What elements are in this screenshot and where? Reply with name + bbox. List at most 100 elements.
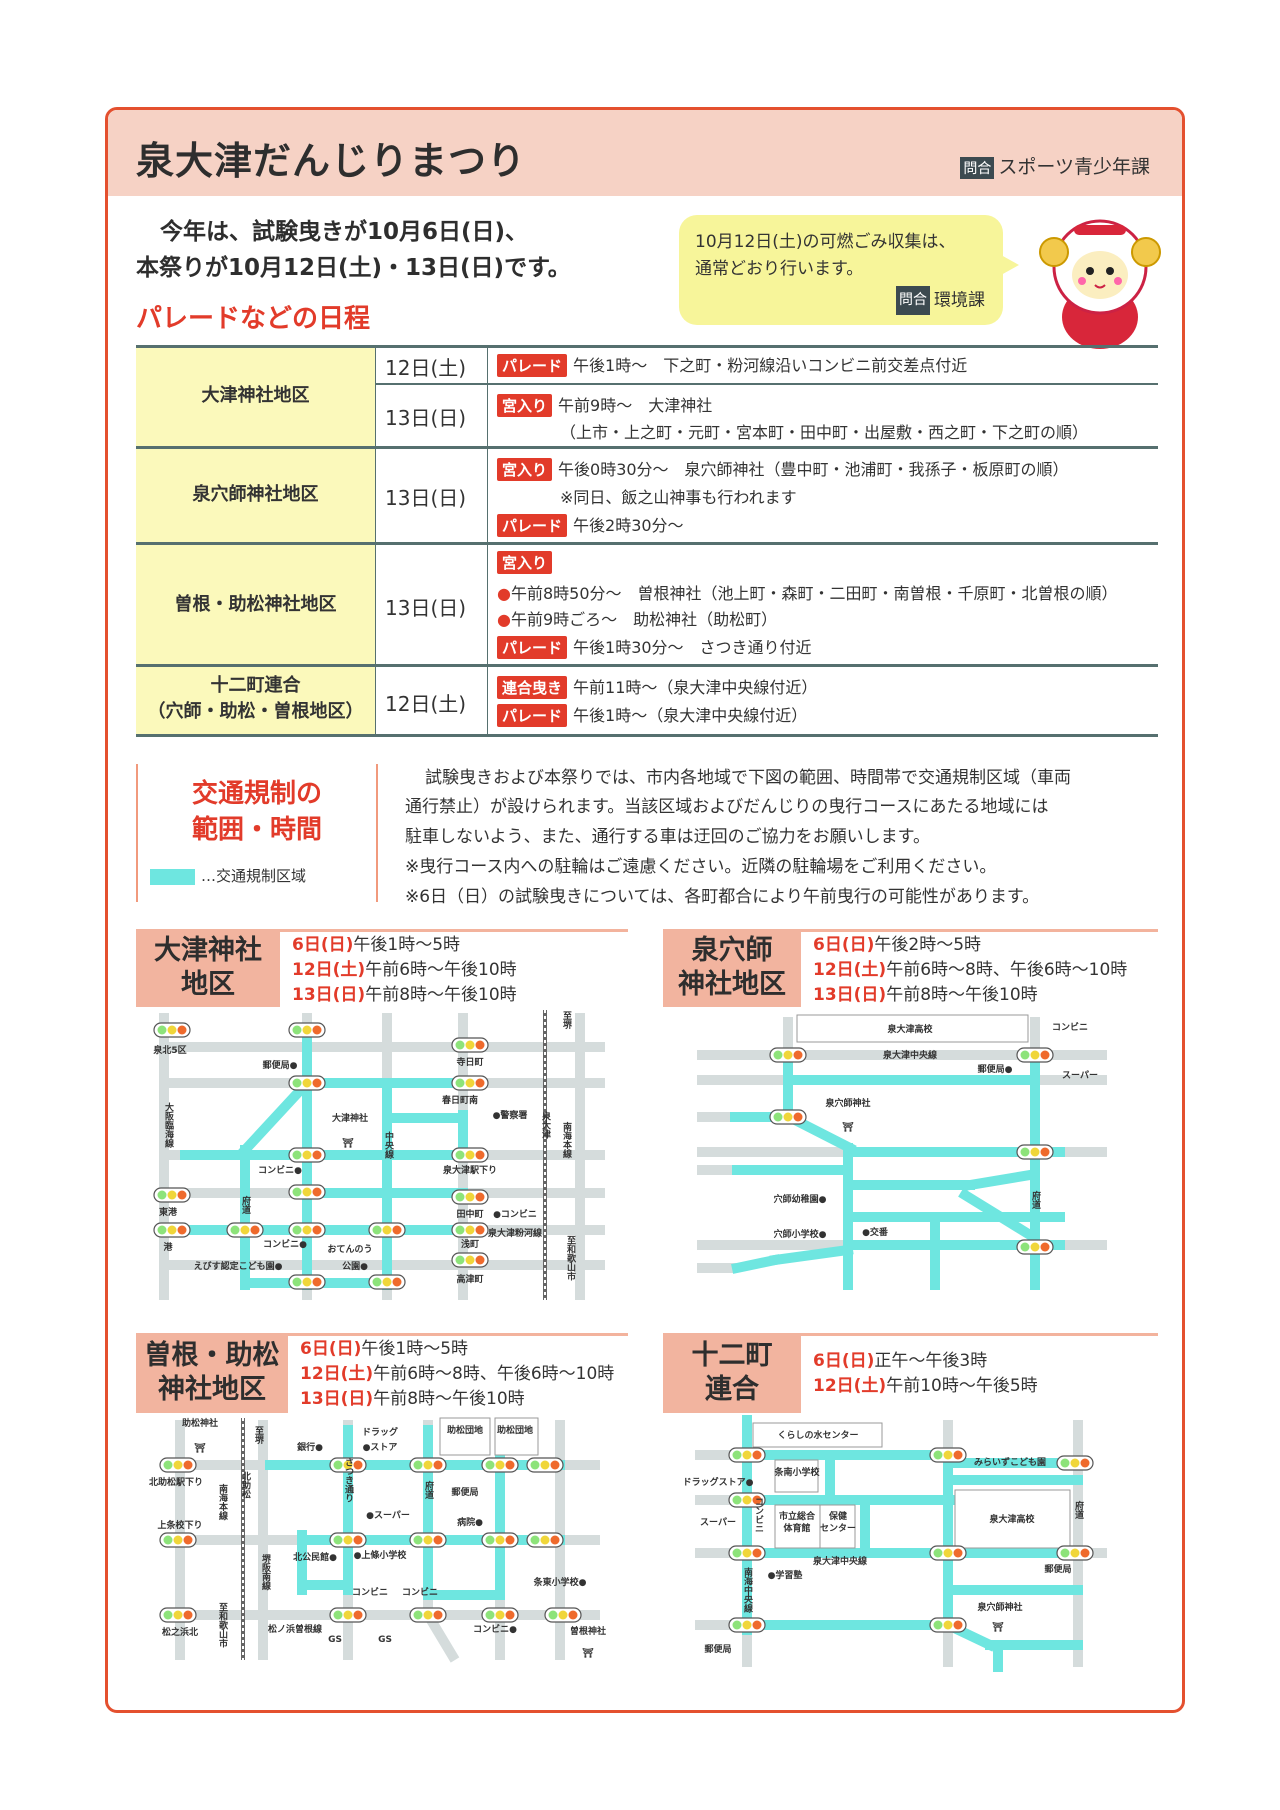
traffic-light-lamp bbox=[465, 1192, 475, 1202]
traffic-light-lamp bbox=[568, 1610, 578, 1620]
map-label: 東港 bbox=[159, 1206, 178, 1218]
building bbox=[774, 1459, 819, 1493]
time-row: 6日(日)午後1時～5時 bbox=[300, 1337, 614, 1362]
area-name: 連合 bbox=[705, 1374, 759, 1405]
building bbox=[954, 1489, 1071, 1549]
traffic-light-lamp bbox=[173, 1460, 183, 1470]
map-label: 条南小学校 bbox=[773, 1466, 820, 1478]
section-rule bbox=[663, 1333, 1158, 1336]
date: 13日(日) bbox=[292, 985, 366, 1005]
map-label: ●スーパー bbox=[366, 1509, 410, 1521]
traffic-light-lamp bbox=[423, 1535, 433, 1545]
traffic-light-lamp bbox=[783, 1112, 793, 1122]
map-label: 銀行● bbox=[297, 1441, 323, 1453]
traffic-light-lamp bbox=[933, 1620, 943, 1630]
notice-line-2: 通常どおり行います。 bbox=[695, 259, 864, 279]
traffic-light-lamp bbox=[742, 1548, 752, 1558]
traffic-light-lamp bbox=[455, 1255, 465, 1265]
regulation-text: ※6日（日）の試験曳きについては、各町都合により午前曳行の可能性があります。 bbox=[405, 887, 1040, 907]
time-range: 午前8時～午後10時 bbox=[373, 1389, 525, 1409]
map-label: スーパー bbox=[700, 1516, 736, 1528]
page-title: 泉大津だんじりまつり bbox=[136, 139, 527, 183]
traffic-light-lamp bbox=[773, 1112, 783, 1122]
notice-contact: 問合環境課 bbox=[896, 286, 985, 315]
traffic-light-lamp bbox=[530, 1460, 540, 1470]
map-label: 北助松 bbox=[240, 1470, 251, 1499]
map-label: 郵便局 bbox=[451, 1486, 478, 1498]
traffic-light-lamp bbox=[433, 1610, 443, 1620]
map-label: 上条校下り bbox=[157, 1519, 202, 1531]
traffic-light-lamp bbox=[173, 1535, 183, 1545]
time-range: 午前8時～午後10時 bbox=[886, 985, 1038, 1005]
traffic-light-lamp bbox=[455, 1150, 465, 1160]
traffic-light-lamp bbox=[157, 1225, 167, 1235]
traffic-light-lamp bbox=[732, 1548, 742, 1558]
traffic-light-lamp bbox=[752, 1548, 762, 1558]
traffic-light-lamp bbox=[302, 1187, 312, 1197]
traffic-light-lamp bbox=[292, 1187, 302, 1197]
map-label: 泉大津高校 bbox=[988, 1513, 1035, 1525]
traffic-light-lamp bbox=[1040, 1050, 1050, 1060]
map-label: 市立総合体育館 bbox=[779, 1510, 816, 1534]
traffic-light-lamp bbox=[292, 1150, 302, 1160]
traffic-light-lamp bbox=[167, 1025, 177, 1035]
area-name: 地区 bbox=[181, 969, 235, 1000]
traffic-light-lamp bbox=[433, 1460, 443, 1470]
traffic-light-lamp bbox=[558, 1610, 568, 1620]
traffic-light-lamp bbox=[752, 1620, 762, 1630]
time-row: 6日(日)午後1時～5時 bbox=[292, 933, 517, 958]
traffic-light-lamp bbox=[230, 1225, 240, 1235]
traffic-light-lamp bbox=[1030, 1050, 1040, 1060]
table-divider bbox=[136, 345, 1158, 348]
traffic-light-lamp bbox=[793, 1112, 803, 1122]
date: 6日(日) bbox=[813, 1351, 875, 1371]
time-row: 12日(土)午前6時～午後10時 bbox=[292, 958, 517, 983]
regulation-title-line2: 範囲・時間 bbox=[191, 815, 322, 845]
shrine-icon: ⛩ bbox=[342, 1138, 354, 1149]
building bbox=[494, 1417, 539, 1456]
map-label: 泉穴師神社 bbox=[824, 1097, 870, 1109]
map-label: 松之浜北 bbox=[162, 1626, 198, 1638]
map-label: 至堺 bbox=[561, 1011, 572, 1030]
traffic-light-lamp bbox=[1060, 1548, 1070, 1558]
time-range: 午前6時～午後10時 bbox=[365, 960, 517, 980]
map-label: 大津神社 bbox=[332, 1112, 368, 1124]
area-label: 大津神社地区 bbox=[201, 385, 310, 406]
schedule-text: 午後1時～ 下之町・粉河線沿いコンビニ前交差点付近 bbox=[573, 356, 968, 375]
traffic-light-lamp bbox=[550, 1460, 560, 1470]
building bbox=[752, 1422, 883, 1448]
traffic-light-lamp bbox=[333, 1460, 343, 1470]
area-column-bg bbox=[136, 347, 375, 736]
contact-dept: スポーツ青少年課 bbox=[998, 156, 1150, 178]
map-label: くらしの水センター bbox=[777, 1429, 858, 1441]
traffic-light-lamp bbox=[732, 1495, 742, 1505]
map-label: ドラッグストア● bbox=[683, 1476, 754, 1488]
map-label: 保健センター bbox=[820, 1510, 856, 1534]
map-label: 泉大津高校 bbox=[886, 1023, 933, 1035]
parade-tag: パレード bbox=[497, 636, 568, 659]
map-label: 北公民館● bbox=[293, 1551, 337, 1563]
time-row: 12日(土)午前6時～8時、午後6時～10時 bbox=[300, 1362, 614, 1387]
traffic-light-lamp bbox=[433, 1535, 443, 1545]
building bbox=[796, 1014, 1029, 1043]
map-label: コンビニ bbox=[402, 1586, 438, 1598]
traffic-light-lamp bbox=[475, 1150, 485, 1160]
traffic-light-lamp bbox=[183, 1535, 193, 1545]
map-label: 条東小学校● bbox=[533, 1576, 587, 1588]
schedule-text: 午後1時～（泉大津中央線付近） bbox=[573, 706, 808, 725]
traffic-light-lamp bbox=[333, 1535, 343, 1545]
garbage-notice-bubble: 10月12日(土)の可燃ごみ収集は、 通常どおり行います。 問合環境課 bbox=[679, 215, 1019, 325]
traffic-light-lamp bbox=[312, 1025, 322, 1035]
traffic-light-lamp bbox=[292, 1078, 302, 1088]
map-label: 泉穴師神社 bbox=[976, 1601, 1022, 1613]
schedule-text: 午前11時～（泉大津中央線付近） bbox=[573, 678, 818, 697]
time-range: 午後1時～5時 bbox=[353, 935, 461, 955]
regulation-text: 通行禁止）が設けられます。当該区域およびだんじりの曳行コースにあたる地域には bbox=[405, 797, 1049, 817]
traffic-light-lamp bbox=[485, 1610, 495, 1620]
regulated-area-swatch bbox=[150, 868, 195, 885]
map-label: ●ストア bbox=[363, 1442, 398, 1453]
date: 12日(土) bbox=[292, 960, 366, 980]
map-label: えびす認定こども園● bbox=[194, 1260, 283, 1272]
map-label: 田中町 bbox=[456, 1208, 483, 1220]
map-label: さつき通り bbox=[343, 1457, 354, 1502]
